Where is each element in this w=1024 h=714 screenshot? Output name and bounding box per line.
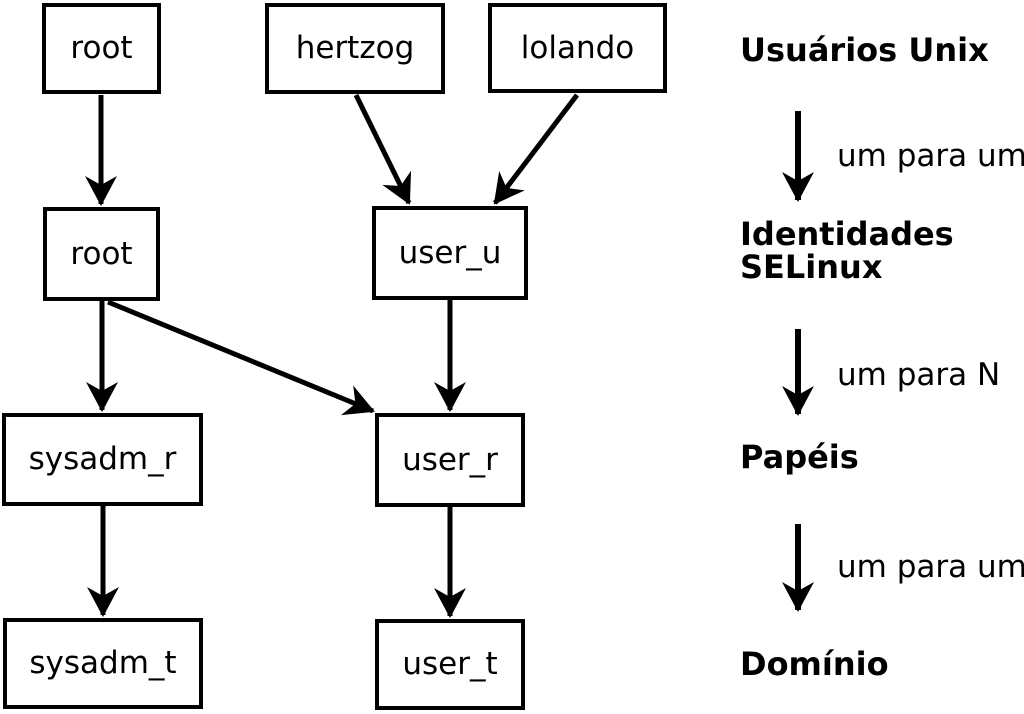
box-lolando-label: lolando bbox=[520, 29, 635, 66]
legend-um-para-um-1: um para um bbox=[837, 138, 1024, 174]
box-sysadm-r: sysadm_r bbox=[2, 413, 203, 506]
legend-papeis: Papéis bbox=[740, 438, 859, 476]
box-sysadm-t-label: sysadm_t bbox=[29, 645, 177, 681]
box-hertzog-label: hertzog bbox=[295, 30, 415, 66]
box-hertzog: hertzog bbox=[265, 3, 445, 94]
box-root-selinux-label: root bbox=[70, 235, 133, 272]
box-user-t: user_t bbox=[375, 619, 525, 710]
legend-identidades-line2: SELinux bbox=[740, 248, 883, 286]
box-sysadm-r-label: sysadm_r bbox=[28, 441, 177, 477]
box-user-u: user_u bbox=[372, 206, 528, 300]
legend-identidades-line1: Identidades bbox=[740, 215, 954, 253]
box-sysadm-t: sysadm_t bbox=[3, 618, 203, 709]
box-user-t-label: user_t bbox=[402, 646, 498, 682]
box-root-unix: root bbox=[42, 3, 161, 94]
legend-um-para-n: um para N bbox=[837, 357, 1001, 393]
box-root-selinux: root bbox=[43, 207, 160, 301]
box-user-r-label: user_r bbox=[402, 441, 498, 478]
legend-usuarios-unix: Usuários Unix bbox=[740, 31, 989, 69]
box-lolando: lolando bbox=[488, 3, 667, 93]
legend-um-para-um-2: um para um bbox=[837, 549, 1024, 585]
arrow-rootselinux-to-userr bbox=[107, 299, 375, 416]
arrow-lolando-to-useru bbox=[493, 93, 579, 205]
legend-dominio: Domínio bbox=[740, 645, 889, 683]
box-root-unix-label: root bbox=[70, 30, 133, 66]
box-user-u-label: user_u bbox=[398, 234, 502, 271]
arrow-hertzog-to-useru bbox=[353, 93, 412, 205]
box-user-r: user_r bbox=[375, 413, 525, 507]
